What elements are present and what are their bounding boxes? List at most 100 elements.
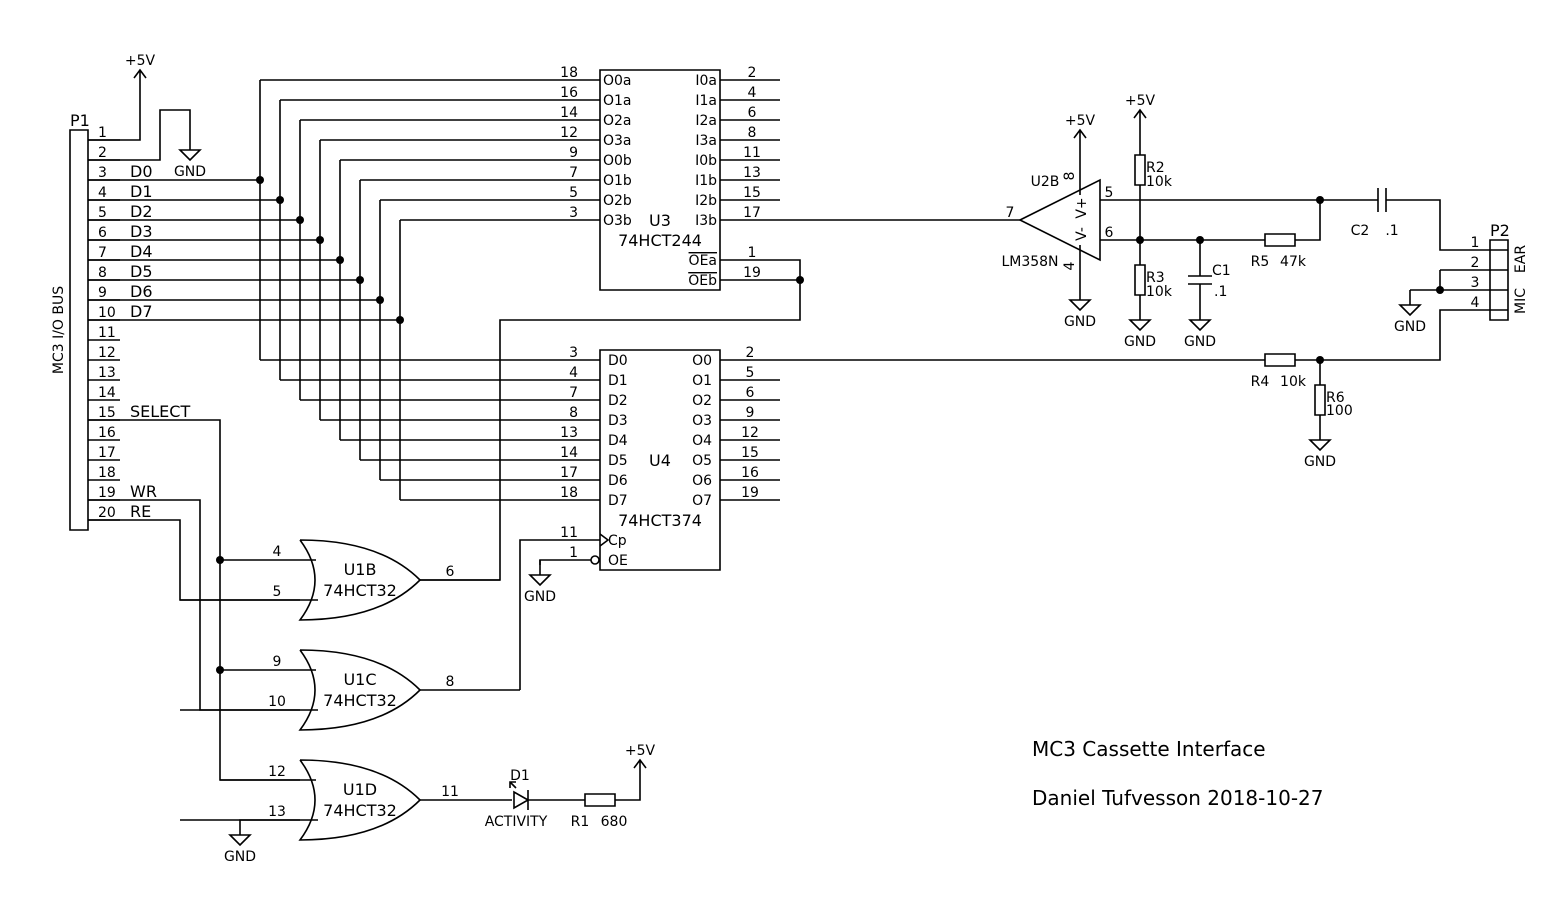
p1-pin-number: 6 — [98, 225, 107, 241]
u3-pin-number: 1 — [748, 245, 757, 261]
d1-label: ACTIVITY — [485, 814, 548, 830]
opamp-body — [1018, 178, 1101, 262]
ground-label: GND — [1394, 319, 1426, 335]
power-symbol — [1133, 108, 1147, 130]
u3-pin-name: O1b — [603, 173, 632, 189]
p1-net-label: D1 — [130, 182, 153, 201]
gate-ref: U1B — [344, 560, 377, 579]
u2b-vplus: V+ — [1074, 197, 1090, 218]
resistor-body — [1264, 233, 1296, 247]
power-label: +5V — [125, 53, 156, 69]
u3-pin-number: 5 — [569, 185, 578, 201]
ground-symbol — [1308, 430, 1332, 452]
clock-marker — [599, 533, 610, 547]
u3-pin-number: 17 — [743, 205, 761, 221]
p1-pin-number: 1 — [98, 125, 107, 141]
p2-mic-label: MIC — [1513, 288, 1529, 314]
title-line-2: Daniel Tufvesson 2018-10-27 — [1032, 786, 1323, 810]
c1-ref: C1 — [1212, 263, 1231, 279]
p1-pin-number: 18 — [98, 465, 116, 481]
u3-pin-number: 6 — [748, 105, 757, 121]
u3-pin-name: O3b — [603, 213, 632, 229]
u4-body — [599, 349, 721, 571]
ground-label: GND — [1064, 314, 1096, 330]
u2b-pin-number: 4 — [1062, 261, 1078, 270]
u3-pin-number: 14 — [560, 105, 578, 121]
junction-dot — [396, 316, 404, 324]
ground-symbol — [228, 825, 252, 847]
u4-pin-number: 11 — [560, 525, 578, 541]
gate-pin-number: 8 — [446, 674, 455, 690]
u4-pin-number: 16 — [741, 465, 759, 481]
led-body — [513, 790, 530, 810]
p1-bus-label: MC3 I/O BUS — [51, 286, 67, 374]
p1-pin-number: 3 — [98, 165, 107, 181]
u3-pin-number: 15 — [743, 185, 761, 201]
p1-net-label: D5 — [130, 262, 153, 281]
p1-net-label: D3 — [130, 222, 153, 241]
u4-pin-number: 5 — [746, 365, 755, 381]
p2-pin-number: 3 — [1471, 275, 1480, 291]
ground-label: GND — [1124, 334, 1156, 350]
u4-ref: U4 — [649, 451, 671, 470]
u3-pin-name: O2b — [603, 193, 632, 209]
title-line-1: MC3 Cassette Interface — [1032, 737, 1266, 761]
u3-part: 74HCT244 — [618, 231, 702, 250]
u3-pin-number: 9 — [569, 145, 578, 161]
p1-ref: P1 — [70, 111, 90, 130]
u4-pin-name: D4 — [608, 433, 628, 449]
wires — [88, 79, 1508, 825]
c2-value: .1 — [1385, 223, 1398, 239]
junction-dot — [216, 666, 224, 674]
p1-pin-number: 20 — [98, 505, 116, 521]
u4-pin-name: D0 — [608, 353, 628, 369]
p1-net-label: D7 — [130, 302, 153, 321]
power-symbol — [133, 68, 147, 90]
p1-pin-number: 9 — [98, 285, 107, 301]
r2-ref: R2 — [1146, 160, 1165, 176]
power-symbol — [633, 758, 647, 780]
ground-label: GND — [1184, 334, 1216, 350]
u4-pin-name: O1 — [692, 373, 712, 389]
ground-symbol — [1398, 295, 1422, 317]
r6-ref: R6 — [1326, 390, 1345, 406]
u3-pin-number: 2 — [748, 65, 757, 81]
u4-part: 74HCT374 — [618, 511, 702, 530]
u2b-part: LM358N — [1001, 254, 1058, 270]
u4-pin-name: O5 — [692, 453, 712, 469]
r1-value: 680 — [601, 814, 628, 830]
p1-pin-number: 5 — [98, 205, 107, 221]
p1-net-label: RE — [130, 502, 151, 521]
u4-pin-number: 4 — [569, 365, 578, 381]
u4-pin-name: O2 — [692, 393, 712, 409]
gate-pin-number: 12 — [268, 764, 286, 780]
p2-connector-body — [1489, 239, 1509, 321]
u4-pin-name: D3 — [608, 413, 628, 429]
gate-part: 74HCT32 — [323, 581, 397, 600]
led-arrow — [509, 781, 517, 789]
u4-pin-number: 3 — [569, 345, 578, 361]
ground-label: GND — [224, 849, 256, 865]
u2b-pin-number: 8 — [1062, 172, 1078, 181]
or-gate-body — [298, 759, 422, 841]
c2-ref: C2 — [1351, 223, 1370, 239]
or-gate-body — [298, 649, 422, 731]
u3-pin-number: 11 — [743, 145, 761, 161]
junction-dot — [1136, 236, 1144, 244]
ground-symbol — [1188, 310, 1212, 332]
p2-pin-number: 1 — [1471, 235, 1480, 251]
c1-plates — [1188, 275, 1212, 285]
wire — [615, 780, 641, 801]
resistor-body — [1264, 353, 1296, 367]
u3-body — [599, 69, 721, 291]
u3-pin-number: 12 — [560, 125, 578, 141]
gate-pin-number: 11 — [441, 784, 459, 800]
p2-pin-number: 4 — [1471, 295, 1480, 311]
wire — [1295, 200, 1321, 241]
u4-pin-number: 6 — [746, 385, 755, 401]
u4-pin-name: D5 — [608, 453, 628, 469]
p1-net-label: D6 — [130, 282, 153, 301]
u3-pin-name: I1a — [695, 93, 717, 109]
u4-pin-name: D2 — [608, 393, 628, 409]
